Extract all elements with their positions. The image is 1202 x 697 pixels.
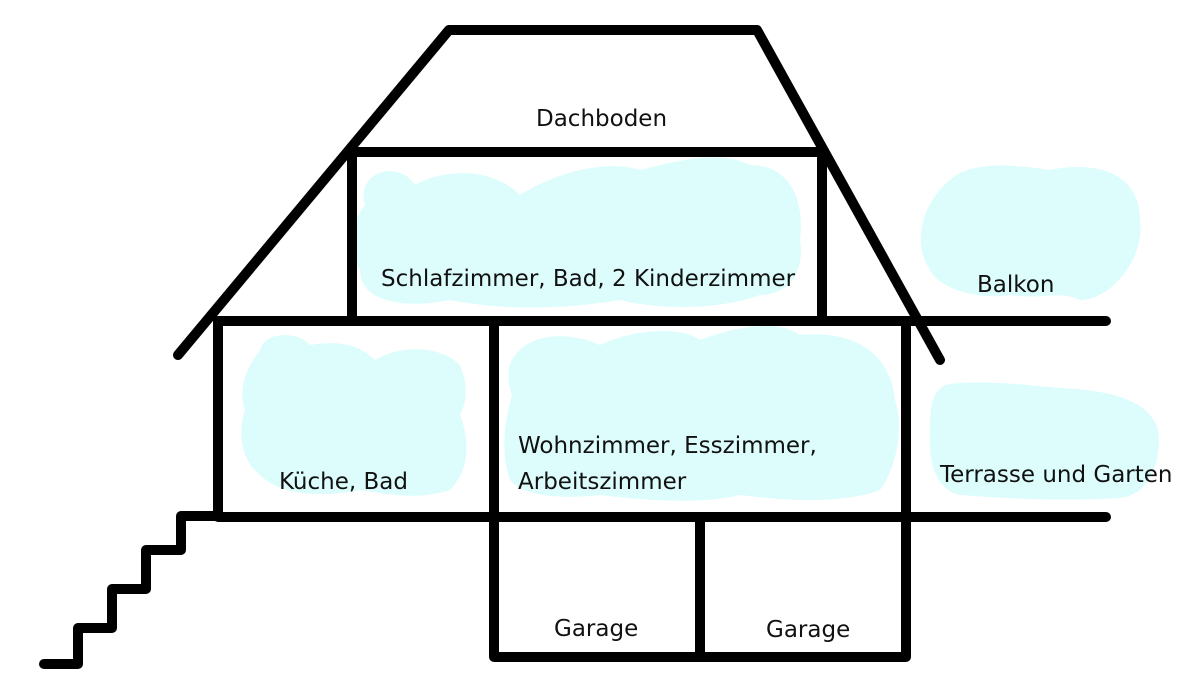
stairs xyxy=(39,511,223,669)
kitchen-highlight xyxy=(241,335,467,496)
terrace-label: Terrasse und Garten xyxy=(940,462,1173,488)
garage-left-label: Garage xyxy=(554,616,639,642)
roof-outline xyxy=(173,25,945,365)
highlight-blobs xyxy=(241,157,1159,501)
upper-floor-label: Schlafzimmer, Bad, 2 Kinderzimmer xyxy=(381,266,796,292)
terrace-highlight xyxy=(929,382,1159,500)
kitchen-bath-label: Küche, Bad xyxy=(279,469,408,495)
attic-label: Dachboden xyxy=(536,106,668,132)
upper-floor-highlight xyxy=(350,157,801,308)
living-room-label-line1: Wohnzimmer, Esszimmer, xyxy=(518,433,817,459)
living-room-label-line2: Arbeitszimmer xyxy=(518,469,687,495)
garage-right-label: Garage xyxy=(766,617,851,643)
living-room-highlight xyxy=(504,325,900,501)
balcony-label: Balkon xyxy=(977,272,1055,298)
balcony-highlight xyxy=(920,165,1141,300)
house-outline xyxy=(39,25,1111,669)
